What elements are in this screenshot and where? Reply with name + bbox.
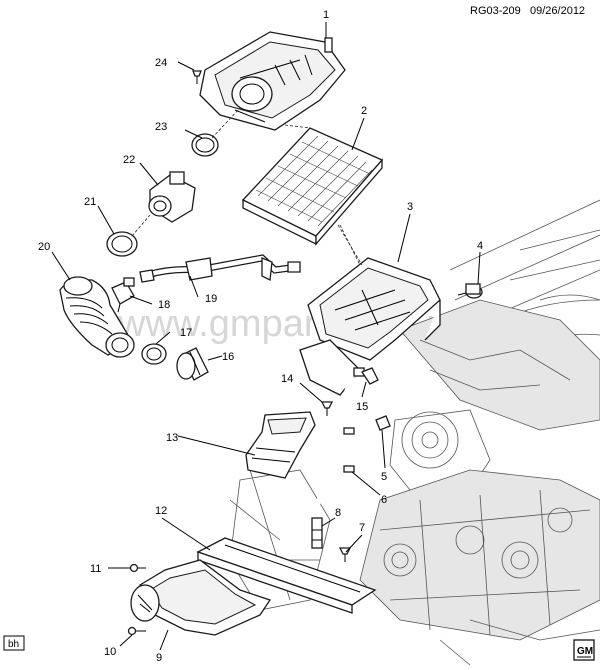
- push-pin-14: [320, 401, 334, 416]
- air-filter-element: [241, 124, 384, 266]
- callout-21: 21: [84, 196, 96, 208]
- intake-hose: [59, 276, 135, 358]
- intake-baffle: [196, 537, 377, 614]
- callout-19: 19: [205, 293, 217, 305]
- callout-6: 6: [381, 494, 387, 506]
- callout-7: 7: [359, 522, 365, 534]
- leader-lines: [51, 22, 481, 651]
- air-cleaner-upper-cover: [199, 31, 346, 131]
- callout-22: 22: [123, 154, 135, 166]
- callout-12: 12: [155, 505, 167, 517]
- clamp-23: [191, 107, 241, 157]
- callout-11: 11: [90, 563, 101, 575]
- clamp-17: [141, 343, 167, 365]
- callout-2: 2: [361, 105, 367, 117]
- grommet-5: [375, 415, 391, 431]
- callout-18: 18: [158, 299, 170, 311]
- clamp-21: [106, 214, 151, 257]
- mass-airflow-sensor: [148, 171, 196, 223]
- coupler-16: [176, 347, 209, 381]
- corner-tag: bh: [3, 635, 25, 651]
- air-cleaner-lower-housing: [299, 224, 441, 396]
- callout-17: 17: [180, 327, 192, 339]
- screw-11: [129, 563, 146, 573]
- screw-24: [192, 70, 202, 84]
- callout-9: 9: [156, 652, 162, 664]
- callout-24: 24: [155, 57, 167, 69]
- gm-logo-text: GM: [577, 646, 593, 657]
- lower-intake-scoop: [130, 559, 272, 636]
- callout-4: 4: [477, 240, 483, 252]
- callout-5: 5: [381, 471, 387, 483]
- push-pin-7: [338, 547, 352, 562]
- callout-8: 8: [335, 507, 341, 519]
- clip-15: [361, 367, 379, 385]
- callout-20: 20: [38, 241, 50, 253]
- callout-numbers: 1 2 3 4 5 6 7 8 9 10 11 12 13 14 15 16 1…: [38, 9, 483, 664]
- callout-23: 23: [155, 121, 167, 133]
- callout-13: 13: [166, 432, 178, 444]
- callout-10: 10: [104, 646, 116, 658]
- callout-3: 3: [407, 201, 413, 213]
- grommet-4: [457, 283, 483, 299]
- sensor-fitting: [111, 277, 135, 313]
- callout-15: 15: [356, 401, 368, 413]
- engine-bay-background: [229, 199, 600, 666]
- pcv-tube: [139, 254, 301, 283]
- intake-duct: [245, 411, 316, 479]
- screw-10: [127, 626, 146, 636]
- callout-16: 16: [222, 351, 234, 363]
- diagram-date: 09/26/2012: [530, 5, 585, 17]
- connector-8: [311, 517, 323, 549]
- ref-code: RG03-209: [470, 5, 521, 17]
- corner-tag-text: bh: [8, 639, 19, 650]
- callout-1: 1: [323, 9, 329, 21]
- callout-14: 14: [281, 373, 293, 385]
- gm-logo: GM: [573, 639, 595, 661]
